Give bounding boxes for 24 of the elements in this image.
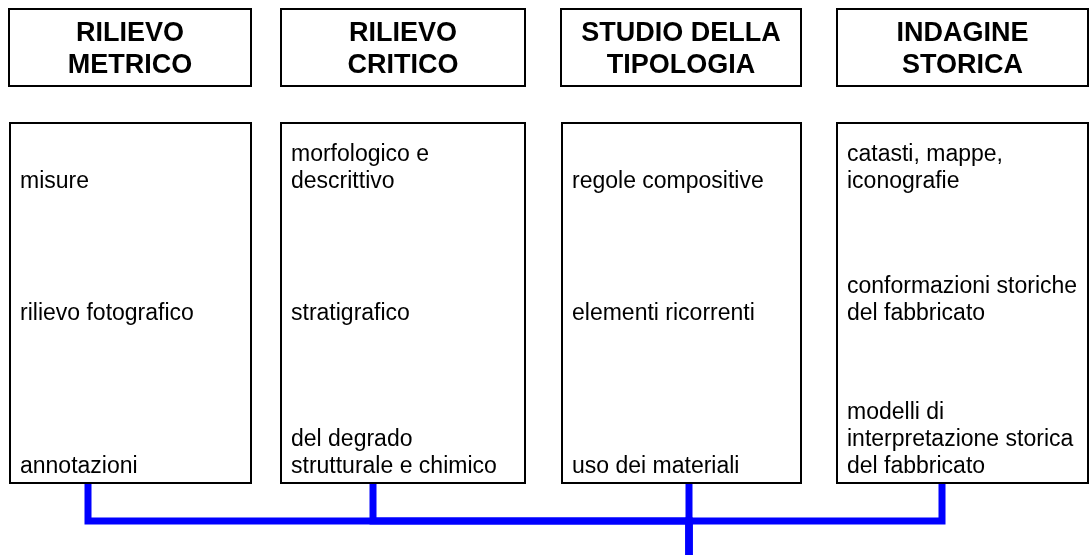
header-label: RILIEVO METRICO xyxy=(67,16,193,79)
list-item: stratigrafico xyxy=(291,299,410,326)
header-box xyxy=(560,8,802,87)
list-item: misure xyxy=(20,167,89,194)
list-item: modelli di interpretazione storica del fabbricato xyxy=(847,398,1075,479)
header-label: STUDIO DELLA TIPOLOGIA xyxy=(581,16,781,79)
header-box xyxy=(8,8,252,87)
list-item: morfologico e descrittivo xyxy=(291,140,431,194)
list-box xyxy=(561,122,802,484)
list-item: rilievo fotografico xyxy=(20,299,194,326)
list-item: elementi ricorrenti xyxy=(572,299,755,326)
list-box xyxy=(9,122,252,484)
list-item: del degrado strutturale e chimico xyxy=(291,425,498,479)
list-item: uso dei materiali xyxy=(572,452,740,479)
list-box xyxy=(836,122,1089,484)
list-item: conformazioni storiche del fabbricato xyxy=(847,272,1079,326)
header-label: RILIEVO CRITICO xyxy=(347,16,459,79)
header-label: INDAGINE STORICA xyxy=(896,16,1029,79)
header-box xyxy=(836,8,1089,87)
list-box xyxy=(280,122,526,484)
list-item: annotazioni xyxy=(20,452,138,479)
list-item: catasti, mappe, iconografie xyxy=(847,140,1004,194)
header-box xyxy=(280,8,526,87)
list-item: regole compositive xyxy=(572,167,764,194)
